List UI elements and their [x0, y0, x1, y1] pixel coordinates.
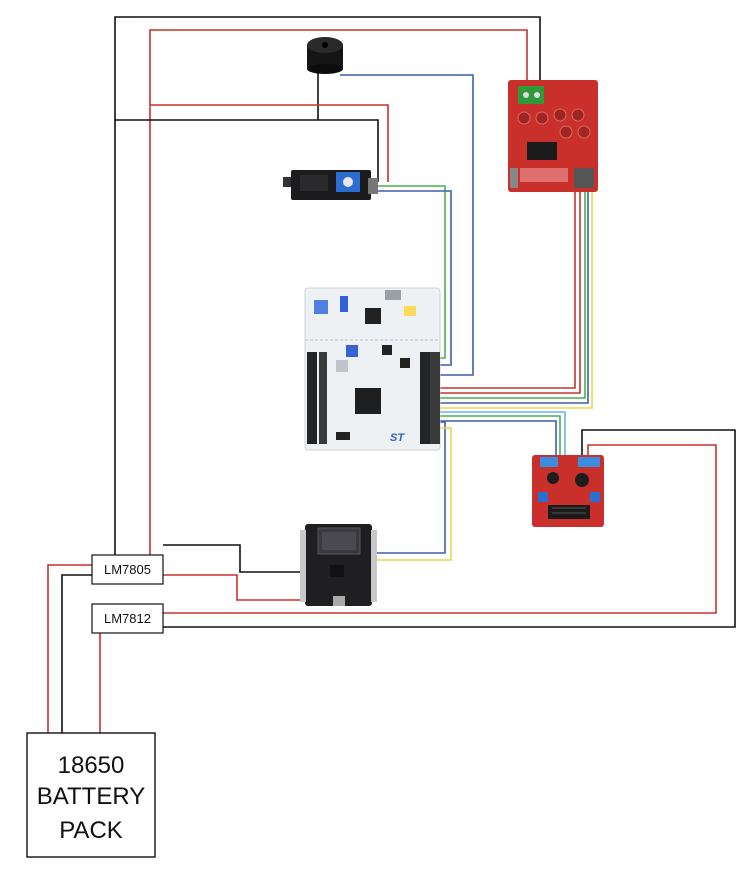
wire-esp-gnd	[163, 544, 300, 573]
relay-board	[508, 80, 598, 192]
lcd-pot-knob	[343, 177, 353, 187]
wire-esp-blue	[372, 421, 446, 554]
wire-batt-black-7805	[61, 574, 92, 733]
nucleo-board: ST	[304, 287, 441, 451]
motor-driver-heatsink	[548, 505, 590, 519]
relay-dip-switch	[520, 168, 568, 182]
wires	[47, 16, 736, 733]
wire-black-lcd	[115, 119, 379, 182]
wire-batt-red-7805	[47, 564, 92, 733]
relay-ic	[527, 142, 557, 160]
nucleo-st-logo: ST	[390, 432, 405, 444]
wire-relay-red	[440, 190, 576, 389]
wire-black-top	[114, 16, 541, 555]
esp32-usb	[333, 596, 345, 606]
relay-pcb	[508, 80, 598, 192]
regulator-lm7812: LM7812	[91, 603, 164, 634]
wire-esp-yellow	[372, 427, 452, 561]
lcd-header	[368, 178, 378, 194]
wire-relay-yellow	[440, 190, 593, 409]
esp32-right-pins	[371, 530, 377, 602]
nucleo-usb-connector	[385, 290, 401, 300]
nucleo-stlink-chip	[365, 308, 381, 324]
wire-driver-2	[440, 415, 561, 455]
wire-relay-green	[440, 190, 586, 399]
wire-lcd-green	[378, 185, 446, 359]
lm7805-label: LM7805	[104, 562, 151, 577]
wire-lcd-blue	[378, 190, 452, 366]
wire-driver-3	[440, 420, 557, 455]
wire-red-top	[149, 29, 528, 555]
battery-label-line3: PACK	[59, 817, 123, 844]
esp32-board	[300, 524, 377, 606]
wire-12v-black	[163, 429, 736, 628]
wire-relay-red2	[440, 190, 581, 394]
buzzer-bottom	[307, 64, 343, 74]
wire-12v-red	[163, 444, 717, 614]
battery-pack: 18650 BATTERY PACK	[26, 732, 156, 858]
lcd-chip	[300, 175, 328, 191]
motor-driver	[532, 455, 604, 527]
wire-esp-vcc	[163, 574, 300, 601]
nucleo-right-header	[420, 352, 430, 444]
esp32-left-pins	[300, 530, 306, 602]
buzzer	[307, 37, 343, 74]
buzzer-hole	[322, 42, 328, 48]
battery-label-line2: BATTERY	[37, 783, 145, 810]
wire-relay-blue	[440, 190, 589, 404]
regulator-lm7805: LM7805	[91, 554, 164, 585]
wire-red-lcd	[150, 104, 389, 182]
lm7812-label: LM7812	[104, 611, 151, 626]
lcd-side-tab	[283, 177, 291, 187]
relay-terminal-block	[518, 86, 544, 104]
wire-driver-1	[440, 411, 566, 455]
lcd-i2c-module	[283, 170, 378, 200]
wire-buzzer-signal	[340, 74, 474, 376]
battery-label-line1: 18650	[58, 752, 125, 779]
nucleo-mcu	[355, 388, 381, 414]
nucleo-left-header	[307, 352, 317, 444]
